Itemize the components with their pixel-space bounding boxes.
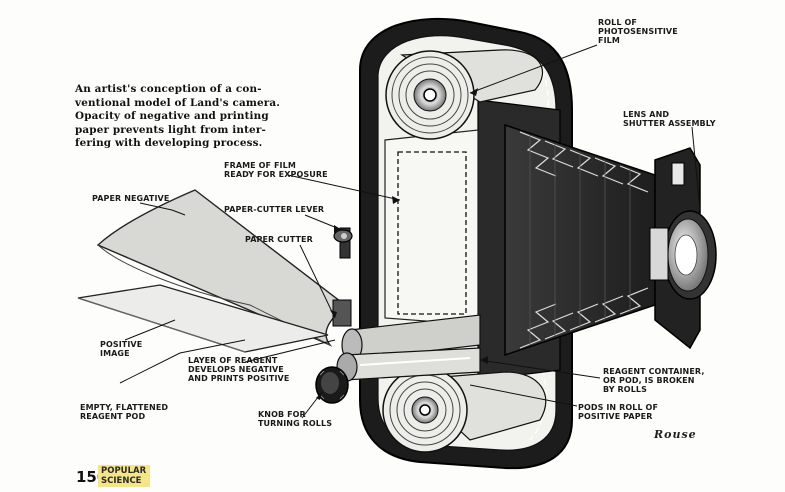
label-lens-shutter: LENS AND SHUTTER ASSEMBLY xyxy=(623,110,716,128)
label-line: PAPER CUTTER xyxy=(245,235,313,244)
film-frame xyxy=(384,129,479,326)
label-line: EMPTY, FLATTENED xyxy=(80,403,169,412)
label-roll-of-film: ROLL OF PHOTOSENSITIVE FILM xyxy=(598,18,678,45)
label-line: PODS IN ROLL OF xyxy=(578,403,659,412)
label-line: AND PRINTS POSITIVE xyxy=(188,374,290,383)
label-line: FRAME OF FILM xyxy=(224,161,296,170)
top-film-roll xyxy=(385,49,544,140)
label-paper-cutter-lever: PAPER-CUTTER LEVER xyxy=(224,205,324,214)
label-layer-of-reagent: LAYER OF REAGENT DEVELOPS NEGATIVE AND P… xyxy=(188,356,289,383)
label-line: PAPER-CUTTER LEVER xyxy=(224,205,325,214)
label-empty-reagent-pod: EMPTY, FLATTENED REAGENT POD xyxy=(80,403,168,421)
caption-line: Opacity of negative and printing xyxy=(75,110,269,123)
label-line: TURNING ROLLS xyxy=(258,419,333,428)
leader-arrowheads xyxy=(316,88,488,400)
lens-shutter-assembly xyxy=(649,147,717,350)
paper-cutter-lever xyxy=(332,227,353,327)
label-line: DEVELOPS NEGATIVE xyxy=(188,365,284,374)
label-line: BY ROLLS xyxy=(603,385,647,394)
label-line: REAGENT CONTAINER, xyxy=(603,367,705,376)
label-paper-cutter: PAPER CUTTER xyxy=(245,235,313,244)
magazine-line: POPULAR xyxy=(101,466,147,476)
knob-for-turning-rolls xyxy=(315,366,349,404)
caption-line: An artist's conception of a con- xyxy=(75,83,262,95)
caption-line: ventional model of Land's camera. xyxy=(75,96,281,109)
label-line: PHOTOSENSITIVE xyxy=(598,27,678,36)
label-line: POSITIVE PAPER xyxy=(578,412,653,421)
label-line: IMAGE xyxy=(100,349,130,358)
label-positive-image: POSITIVE IMAGE xyxy=(100,340,142,358)
pressure-rollers xyxy=(336,314,481,382)
bellows xyxy=(504,123,656,357)
label-line: REAGENT POD xyxy=(80,412,146,421)
artist-signature: Rouse xyxy=(654,428,697,441)
bottom-paper-roll xyxy=(382,367,547,453)
label-line: KNOB FOR xyxy=(258,410,306,419)
label-line: ROLL OF xyxy=(598,18,637,27)
leader-lines xyxy=(119,44,701,419)
caption-line: fering with developing process. xyxy=(75,137,263,150)
magazine-name: POPULAR SCIENCE xyxy=(98,465,150,487)
label-line: LENS AND xyxy=(623,110,670,119)
magazine-line: SCIENCE xyxy=(101,476,142,486)
label-reagent-container: REAGENT CONTAINER, OR POD, IS BROKEN BY … xyxy=(603,367,704,394)
label-paper-negative: PAPER NEGATIVE xyxy=(92,194,169,203)
label-line: POSITIVE xyxy=(100,340,143,349)
label-line: OR POD, IS BROKEN xyxy=(603,376,695,385)
label-frame-of-film: FRAME OF FILM READY FOR EXPOSURE xyxy=(224,161,328,179)
label-line: FILM xyxy=(598,36,620,45)
label-knob: KNOB FOR TURNING ROLLS xyxy=(258,410,332,428)
caption-text: An artist's conception of a con- vention… xyxy=(75,83,297,151)
label-pods-in-roll: PODS IN ROLL OF POSITIVE PAPER xyxy=(578,403,658,421)
label-line: SHUTTER ASSEMBLY xyxy=(623,119,716,128)
label-line: PAPER NEGATIVE xyxy=(92,194,170,203)
label-line: READY FOR EXPOSURE xyxy=(224,170,328,179)
label-line: LAYER OF REAGENT xyxy=(188,356,278,365)
caption-line: paper prevents light from inter- xyxy=(75,123,266,136)
